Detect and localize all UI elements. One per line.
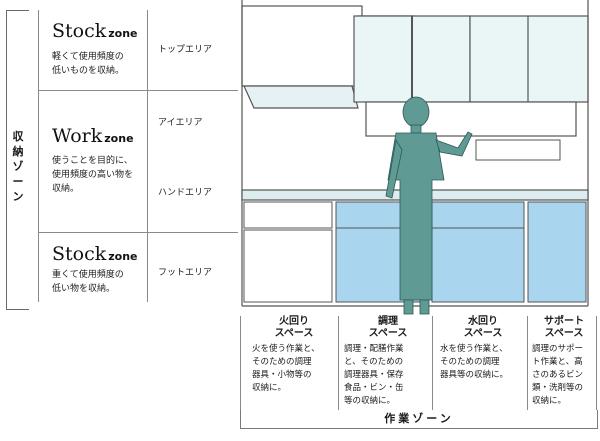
dish-rack	[475, 139, 561, 161]
zone-description: 重くて使用頻度の 低い物を収納。	[52, 270, 124, 294]
fire-space: 火回り スペース 火を使う作業と、 そのための調理 器具・小物等の 収納に。	[252, 316, 336, 408]
zone-description: 軽くて使用頻度の 低いものを収納。	[52, 52, 125, 76]
space-description: 調理のサポー ト作業と、高 さのあるビン 類・洗剤等の 収納に。	[532, 344, 584, 406]
woman-figure	[385, 96, 473, 315]
space-title: サポート スペース	[544, 316, 584, 339]
space-title: 調理 スペース	[368, 316, 408, 339]
wall-shelf	[365, 101, 577, 137]
base-cabinet	[527, 201, 587, 303]
divider	[147, 10, 148, 302]
water-space: 水回り スペース 水を使う作業と、 そのための調理 器具等の収納に。	[440, 316, 526, 408]
base-cabinet	[431, 227, 525, 303]
oven	[243, 229, 333, 303]
range-hood	[243, 85, 359, 109]
work-zone-label: 作業ゾーン	[240, 410, 598, 429]
area-label: アイエリア	[158, 118, 203, 128]
glass-cabinet	[411, 15, 471, 103]
space-title: 火回り スペース	[274, 316, 314, 339]
divider	[38, 90, 238, 91]
space-title: 水回り スペース	[463, 316, 503, 339]
stove-panel	[243, 201, 333, 229]
divider	[38, 232, 238, 233]
drawer	[431, 201, 525, 229]
space-description: 水を使う作業と、 そのための調理 器具等の収納に。	[440, 344, 509, 380]
zone-description: 使うことを目的に、 使用頻度の高い物を 収納。	[52, 156, 134, 194]
area-label: フットエリア	[158, 268, 213, 278]
divider	[38, 10, 39, 302]
glass-cabinet	[353, 15, 413, 103]
area-label: トップエリア	[158, 45, 213, 55]
storage-zone-bracket: 収納ゾーン	[6, 10, 29, 310]
storage-zone-label: 収納ゾーン	[12, 130, 24, 203]
wall-cabinet	[241, 5, 363, 87]
area-label: ハンドエリア	[158, 188, 213, 198]
space-description: 調理・配膳作業 と、そのための 調理器具・保存 食品・ビン・缶 等の収納に。	[344, 344, 404, 406]
kitchen-illustration	[241, 0, 589, 315]
glass-cabinet	[469, 15, 589, 103]
support-space: サポート スペース 調理のサポー ト作業と、高 さのあるビン 類・洗剤等の 収納…	[532, 316, 596, 408]
space-description: 火を使う作業と、 そのための調理 器具・小物等の 収納に。	[252, 344, 320, 393]
cooking-space: 調理 スペース 調理・配膳作業 と、そのための 調理器具・保存 食品・ビン・缶 …	[344, 316, 432, 408]
